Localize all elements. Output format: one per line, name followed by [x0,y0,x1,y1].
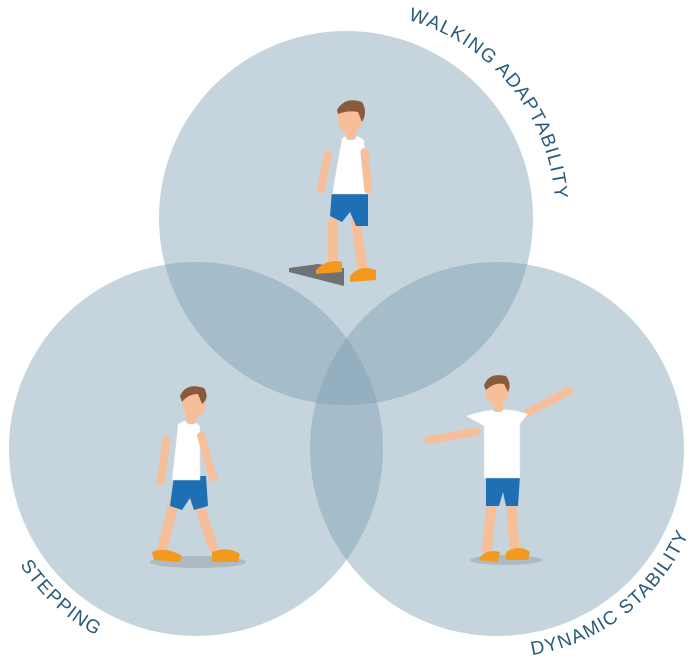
person-balancing-arms-out-illustration [424,375,574,565]
circle-walking-adaptability [159,31,533,405]
person-stepping-onto-block-illustration [289,100,376,286]
person-walking-illustration [150,386,246,568]
